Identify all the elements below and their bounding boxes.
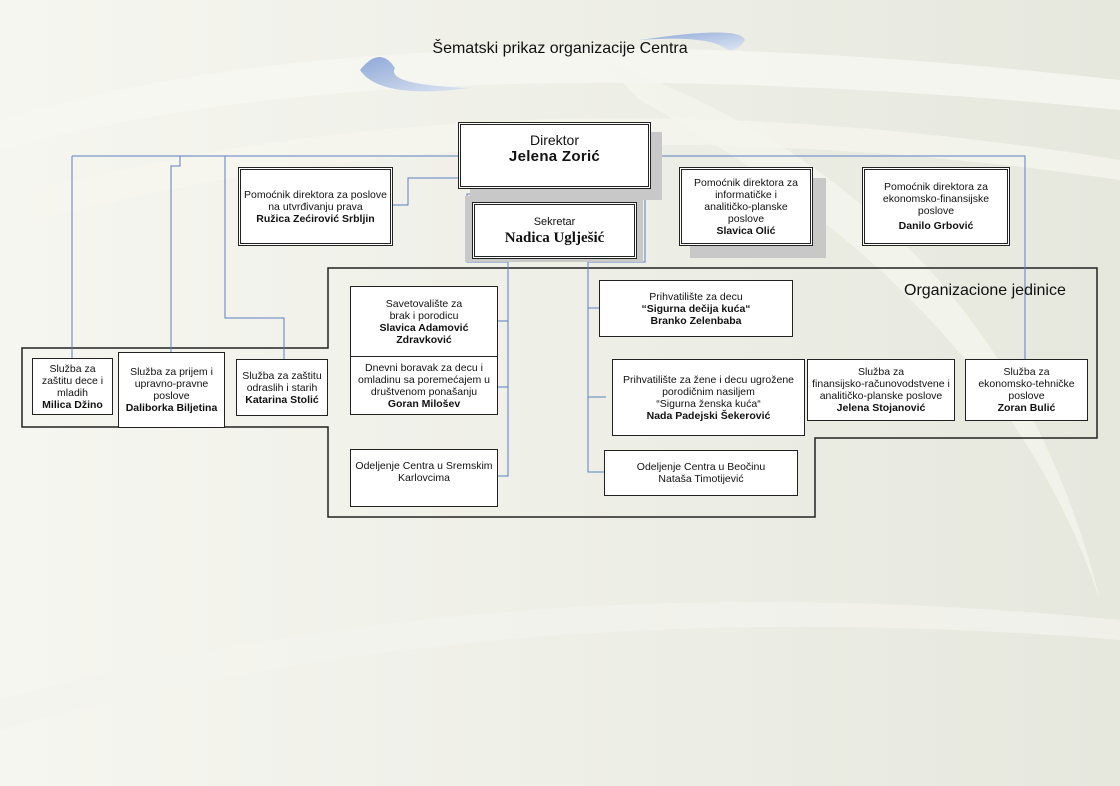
role-line: “Sigurna ženska kuća“ <box>656 397 761 410</box>
role-line: društvenom ponašanju <box>370 385 478 398</box>
role-line: Odeljenje Centra u Beočinu <box>636 461 766 473</box>
unit-box-childrens-shelter[interactable]: Prihvatilište za decu “Sigurna dečija ku… <box>599 280 793 337</box>
role-line: informatičke i <box>715 188 777 201</box>
person-name: Daliborka Biljetina <box>125 402 218 414</box>
unit-box-sremski-karlovci[interactable]: Odeljenje Centra u Sremskim Karlovcima <box>350 449 498 507</box>
role-line: Savetovalište za <box>385 297 463 310</box>
service-box-admission[interactable]: Služba za prijem i upravno-pravne poslov… <box>118 352 225 428</box>
role-line: Služba za <box>1003 366 1050 378</box>
role-line: Pomoćnik direktora za poslove <box>244 188 387 201</box>
role-line: mladih <box>57 386 88 399</box>
person-name: Branko Zelenbaba <box>650 314 742 327</box>
role-line: Služba za prijem i <box>130 366 213 378</box>
assistant-box-finance[interactable]: Pomoćnik direktora za ekonomsko-finansij… <box>862 167 1010 246</box>
person-name: Ružica Zećirović Srbljin <box>256 212 375 225</box>
director-box[interactable]: Direktor Jelena Zorić <box>458 122 651 189</box>
person-name: Jelena Stojanović <box>836 402 926 414</box>
role-line: na utvrđivanju prava <box>268 200 363 213</box>
person-name: Nada Padejski Šekerović <box>646 409 771 422</box>
role-line: Nataša Timotijević <box>658 473 744 485</box>
person-name: Zoran Bulić <box>997 402 1056 414</box>
assistant-box-legal[interactable]: Pomoćnik direktora za poslove na utvrđiv… <box>238 167 393 246</box>
page-title: Šematski prikaz organizacije Centra <box>432 40 688 57</box>
role-line: ekonomsko-tehničke <box>978 378 1075 390</box>
role-line: ekonomsko-finansijske <box>882 193 990 205</box>
unit-box-womens-shelter[interactable]: Prihvatilište za žene i decu ugrožene po… <box>612 359 805 436</box>
role-line: poslove <box>917 205 955 217</box>
service-box-technical[interactable]: Služba za ekonomsko-tehničke poslove Zor… <box>965 359 1088 421</box>
service-box-adults[interactable]: Služba za zaštitu odraslih i starih Kata… <box>236 359 328 416</box>
role-line: Služba za zaštitu <box>242 369 322 382</box>
role-line: analitičko-planske poslove <box>704 200 788 225</box>
unit-box-daycare[interactable]: Dnevni boravak za decu i omladinu sa por… <box>350 356 498 415</box>
assistant-box-it[interactable]: Pomoćnik direktora za informatičke i ana… <box>679 167 813 246</box>
person-name: Goran Milošev <box>387 397 461 410</box>
shelter-name: “Sigurna dečija kuća“ <box>641 302 751 315</box>
person-name: Danilo Grbović <box>898 220 974 232</box>
secretary-name: Nadica Uglješić <box>504 229 605 246</box>
role-line: omladinu sa poremećajem u <box>358 373 490 386</box>
role-line: zaštitu dece i <box>41 374 104 387</box>
unit-box-counseling[interactable]: Savetovalište za brak i porodicu Slavica… <box>350 286 498 357</box>
role-line: finansijsko-računovodstvene i <box>812 378 950 390</box>
role-line: poslove <box>1008 390 1045 402</box>
role-line: poslove <box>153 390 190 402</box>
role-line: Prihvatilište za decu <box>649 290 743 303</box>
role-line: odraslih i starih <box>246 381 318 394</box>
secretary-box[interactable]: Sekretar Nadica Uglješić <box>472 202 637 259</box>
role-line: Služba za <box>49 362 96 375</box>
role-line: Odeljenje Centra u Sremskim <box>355 460 493 472</box>
unit-box-beocin[interactable]: Odeljenje Centra u Beočinu Nataša Timoti… <box>604 450 798 496</box>
person-name: Milica Džino <box>42 398 103 411</box>
service-box-children[interactable]: Služba za zaštitu dece i mladih Milica D… <box>32 358 113 415</box>
person-name: Slavica Adamović <box>379 321 469 334</box>
role-line: Prihvatilište za žene i decu ugrožene <box>622 373 794 386</box>
role-line: Karlovcima <box>398 472 450 484</box>
director-name: Jelena Zorić <box>508 148 601 165</box>
role-line: upravno-pravne <box>134 378 209 390</box>
role-line: Dnevni boravak za decu i <box>365 361 483 374</box>
person-name: Zdravković <box>396 333 452 346</box>
service-box-accounting[interactable]: Služba za finansijsko-računovodstvene i … <box>807 359 955 421</box>
director-role: Direktor <box>529 132 579 148</box>
role-line: Služba za <box>857 366 905 378</box>
person-name: Slavica Olić <box>716 224 776 237</box>
org-units-label: Organizacione jedinice <box>904 282 1066 299</box>
role-line: analitičko-planske poslove <box>819 390 943 402</box>
role-line: Pomoćnik direktora za <box>694 176 798 189</box>
secretary-role: Sekretar <box>533 215 576 228</box>
role-line: Pomoćnik direktora za <box>884 181 988 193</box>
role-line: porodičnim nasiljem <box>662 385 755 398</box>
role-line: brak i porodicu <box>389 309 459 322</box>
person-name: Katarina Stolić <box>245 393 319 406</box>
